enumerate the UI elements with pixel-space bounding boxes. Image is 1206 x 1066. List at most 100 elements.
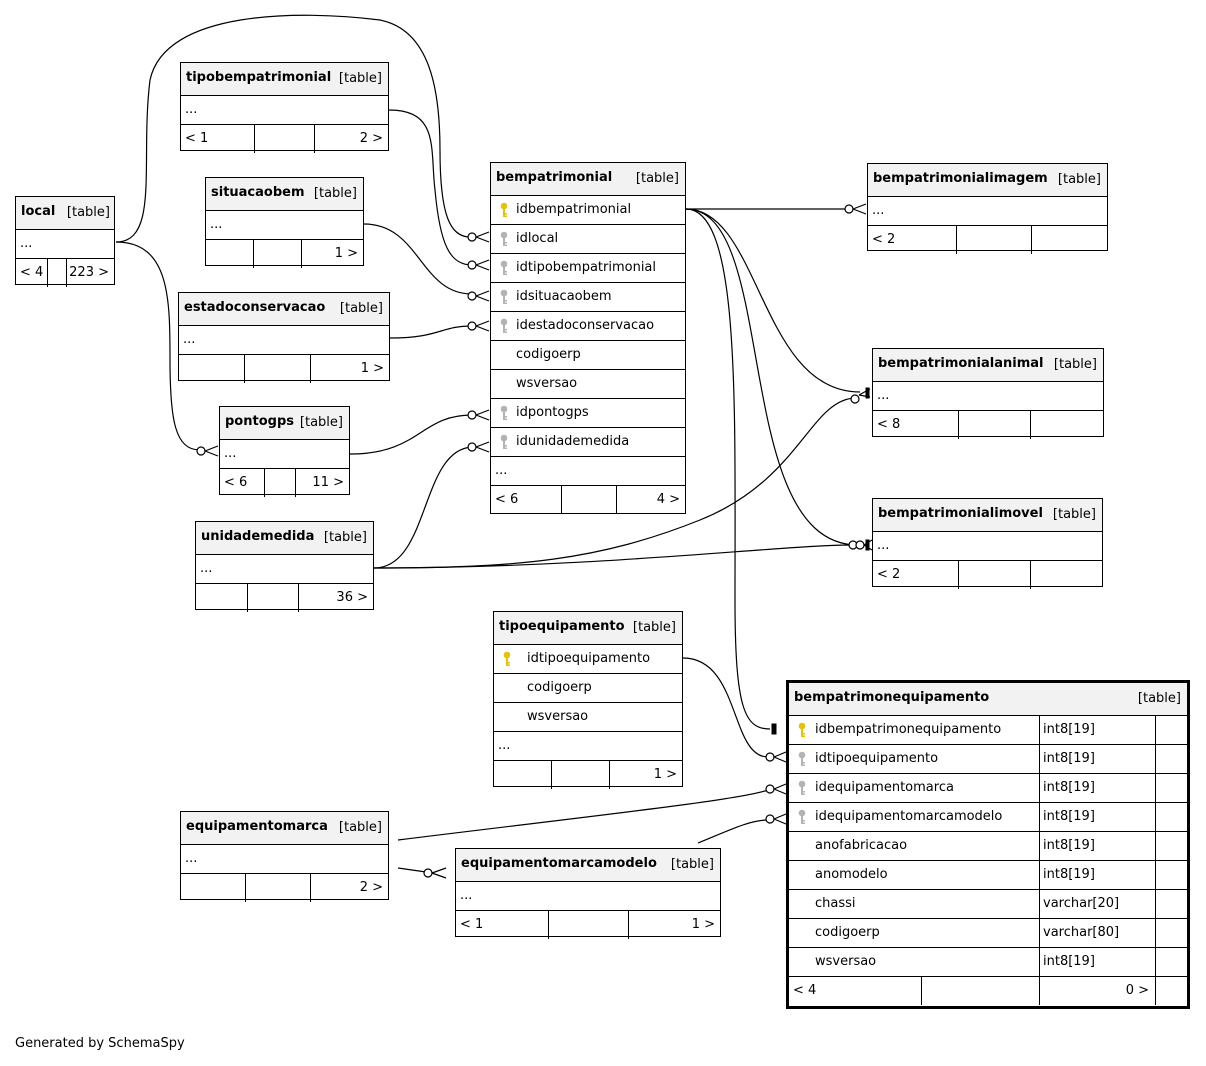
children-count[interactable]: 1 > [691,917,715,932]
more-columns: ... [183,332,196,347]
table-estadoconservacao[interactable]: estadoconservacao [table] ... 1 > [178,292,390,383]
children-count[interactable]: 1 > [360,361,384,376]
foreign-key-icon [500,231,508,247]
table-name: situacaobem [211,185,305,200]
table-header: bempatrimonequipamento [table] [789,683,1187,716]
parents-count[interactable]: < 4 [793,983,817,998]
children-count[interactable]: 4 > [656,492,680,507]
edge-situacao-bempatrimonial [363,223,473,295]
table-situacaobem[interactable]: situacaobem [table] ... 1 > [205,177,364,268]
parents-count[interactable]: < 8 [877,417,901,432]
table-footer: < 4 0 > [789,977,1187,1005]
table-bempatrimonequipamento[interactable]: bempatrimonequipamento [table] idbempatr… [786,680,1190,1009]
column-row[interactable]: idsituacaobem [491,283,685,312]
column-name: codigoerp [527,680,592,695]
table-row: ... [868,197,1107,226]
edge-bem-equipamento [685,208,771,730]
table-pontogps[interactable]: pontogps [table] ... < 6 11 > [219,406,350,497]
column-name: idtipoequipamento [527,651,651,666]
table-equipamentomarca[interactable]: equipamentomarca [table] ... 2 > [180,811,389,902]
table-type-label: [table] [1137,691,1181,706]
column-row[interactable]: idestadoconservacao [491,312,685,341]
children-count[interactable]: 2 > [359,131,383,146]
table-header: situacaobem [table] [206,178,363,211]
foreign-key-icon [500,405,508,421]
edge-estado-bempatrimonial [389,325,473,339]
table-tipoequipamento[interactable]: tipoequipamento [table] idtipoequipament… [493,611,683,789]
column-type: varchar[20] [1043,896,1120,911]
column-row[interactable]: idunidademedida [491,428,685,457]
children-count[interactable]: 0 > [1125,983,1149,998]
table-type-label: [table] [1057,172,1101,187]
column-type: int8[19] [1043,809,1095,824]
table-type-label: [table] [1052,507,1096,522]
edge-unidade-animal [373,397,856,569]
children-count[interactable]: 11 > [312,475,344,490]
parents-count[interactable]: < 6 [224,475,248,490]
parents-count[interactable]: < 4 [20,265,44,280]
column-name: anofabricacao [815,838,908,853]
more-columns: ... [185,102,198,117]
table-footer: 36 > [196,584,373,612]
table-bempatrimonialimagem[interactable]: bempatrimonialimagem [table] ... < 2 [867,163,1108,254]
column-row[interactable]: idlocal [491,225,685,254]
table-type-label: [table] [670,857,714,872]
column-row[interactable]: idtipobempatrimonial [491,254,685,283]
column-row[interactable]: idtipoequipamento [494,645,682,674]
table-type-label: [table] [632,620,676,635]
children-count[interactable]: 2 > [359,880,383,895]
children-count[interactable]: 1 > [334,246,358,261]
parents-count[interactable]: < 2 [872,232,896,247]
more-columns: ... [185,851,198,866]
column-name: idlocal [516,231,559,246]
column-row[interactable]: idpontogps [491,399,685,428]
edge-marca-modelo [397,867,427,873]
parents-count[interactable]: < 2 [877,567,901,582]
parents-count[interactable]: < 1 [185,131,209,146]
table-name: equipamentomarcamodelo [461,856,657,871]
column-row[interactable]: wsversao [491,370,685,399]
table-tipobempatrimonial[interactable]: tipobempatrimonial [table] ... < 1 2 > [180,62,389,153]
table-row: ... [16,230,114,259]
children-count[interactable]: 223 > [69,265,109,280]
foreign-key-icon [798,751,806,767]
column-row[interactable]: codigoerp [494,674,682,703]
column-name: idbempatrimonial [516,202,632,217]
column-row[interactable]: idbempatrimonial [491,196,685,225]
primary-key-icon [500,202,508,218]
column-name: anomodelo [815,867,888,882]
table-row: ... [873,382,1103,411]
table-name: bempatrimonial [496,170,613,185]
table-footer: < 4 223 > [16,259,114,287]
table-equipamentomarcamodelo[interactable]: equipamentomarcamodelo [table] ... < 1 1… [455,848,721,939]
more-columns: ... [20,236,33,251]
table-unidademedida[interactable]: unidademedida [table] ... 36 > [195,521,374,612]
column-name: wsversao [516,376,578,391]
more-columns: ... [224,446,237,461]
edge-tipobem-bempatrimonial [388,109,473,266]
parents-count[interactable]: < 6 [495,492,519,507]
children-count[interactable]: 1 > [653,767,677,782]
parents-count[interactable]: < 1 [460,917,484,932]
table-footer: < 1 1 > [456,911,720,939]
column-row[interactable]: wsversao [494,703,682,732]
edge-modelo-equipamento [697,819,769,844]
table-bempatrimonialanimal[interactable]: bempatrimonialanimal [table] ... < 8 [872,348,1104,439]
children-count[interactable]: 36 > [336,590,368,605]
table-bempatrimonialimovel[interactable]: bempatrimonialimovel [table] ... < 2 [872,498,1103,589]
edge-unidade-imovel [373,544,853,569]
table-header: pontogps [table] [220,407,349,440]
column-row[interactable]: codigoerp [491,341,685,370]
table-local[interactable]: local [table] ... < 4 223 > [15,196,115,287]
